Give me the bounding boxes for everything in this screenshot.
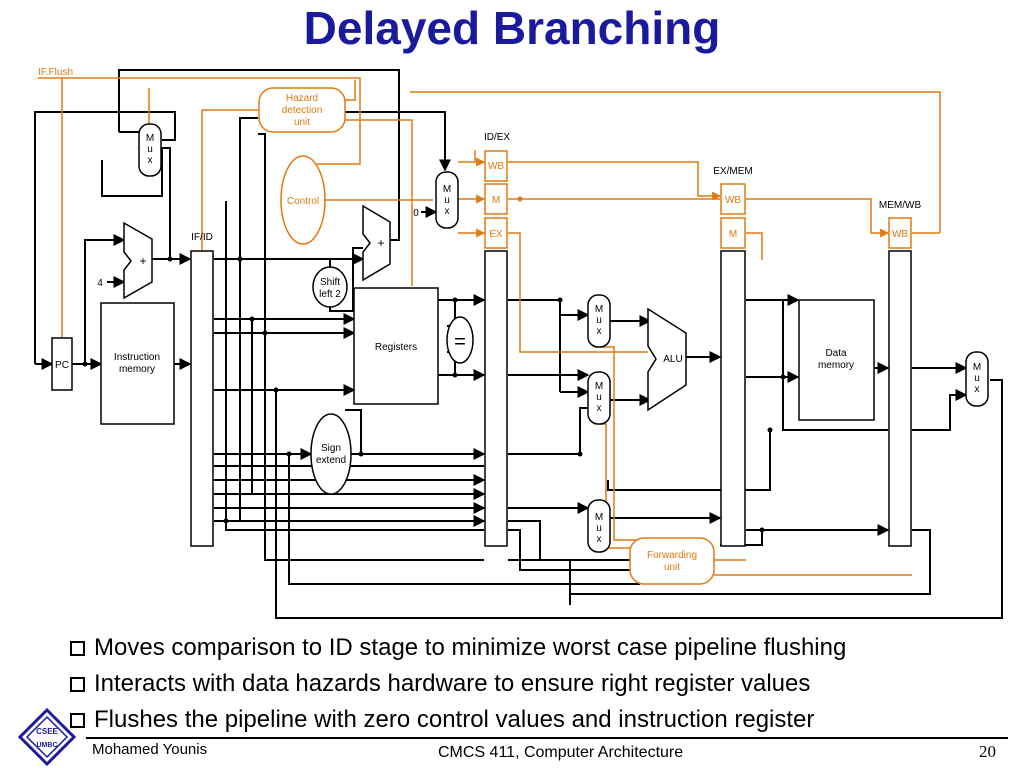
control-wires (38, 77, 941, 576)
if-id-latch (190, 250, 214, 547)
control-unit (280, 155, 326, 245)
data-memory-label-1: Data (825, 348, 847, 359)
mux-labels: M u x M u x M u x M u x M u x M u x (146, 133, 981, 545)
checkbox-bullet-icon (70, 641, 85, 656)
id-ex-m-label: M (492, 195, 500, 206)
checkbox-bullet-icon (70, 713, 85, 728)
alu-mux-b-letter-x: x (597, 403, 602, 414)
alu-label: ALU (663, 354, 682, 365)
dest-mux-letter-u: u (596, 523, 602, 534)
ex-mem-wb-label: WB (725, 195, 741, 206)
instruction-memory-label-1: Instruction (114, 352, 160, 363)
if-flush-label: IF.Flush (38, 67, 73, 78)
checkbox-bullet-icon (70, 677, 85, 692)
hazard-unit-label-3: unit (294, 117, 310, 128)
sign-extend-label-1: Sign (321, 443, 341, 454)
sign-extend-label-2: extend (316, 455, 346, 466)
equal-symbol: = (454, 331, 466, 353)
dest-mux-letter-m: M (595, 512, 603, 523)
pc-mux-letter-u: u (147, 144, 153, 155)
control-mux-letter-x: x (445, 206, 450, 217)
pipeline-datapath-diagram: IF.Flush Hazard detection unit Control F… (34, 67, 1003, 619)
wire-junctions (82, 196, 786, 533)
branch-adder (362, 204, 391, 282)
alu-mux-b (587, 371, 611, 425)
mem-wb-wb-label: WB (892, 229, 908, 240)
control-label: Control (287, 196, 319, 207)
alu-mux-a (587, 294, 611, 348)
control-mux-letter-u: u (444, 195, 450, 206)
pc-adder-symbol: + (139, 254, 146, 268)
wb-mux-letter-m: M (973, 362, 981, 373)
bullet-text: Moves comparison to ID stage to minimize… (94, 634, 847, 661)
id-ex-latch (484, 250, 508, 547)
pc-label: PC (55, 360, 69, 371)
shift-left-label-1: Shift (320, 277, 340, 288)
data-memory-label-2: memory (818, 360, 854, 371)
bullet-list: Moves comparison to ID stage to minimize… (70, 630, 1010, 738)
pc-box (51, 337, 73, 391)
instruction-memory-box (100, 302, 175, 425)
bullet-text: Interacts with data hazards hardware to … (94, 670, 811, 697)
hazard-unit-label-1: Hazard (286, 93, 318, 104)
wb-mux-letter-x: x (975, 384, 980, 395)
shift-left-label-2: left 2 (319, 289, 341, 300)
ex-mem-label: EX/MEM (713, 166, 752, 177)
footer-course: CMCS 411, Computer Architecture (438, 744, 684, 761)
slide-title: Delayed Branching (303, 2, 721, 54)
hazard-detection-unit (258, 87, 346, 133)
dest-mux (587, 499, 611, 553)
footer-divider (86, 737, 1008, 739)
mem-wb-latch (888, 250, 912, 547)
ex-mem-latch (720, 250, 746, 547)
alu-mux-b-letter-m: M (595, 381, 603, 392)
registers-label: Registers (375, 342, 417, 353)
forwarding-unit-label-2: unit (664, 562, 680, 573)
bullet-item: Flushes the pipeline with zero control v… (70, 702, 1010, 738)
pc-mux-letter-m: M (146, 133, 154, 144)
alu-mux-a-letter-x: x (597, 326, 602, 337)
if-id-label: IF/ID (191, 232, 213, 243)
writeback-mux (965, 351, 989, 407)
shift-left-unit (312, 266, 348, 308)
logo-text-umbc: UMBC (37, 742, 58, 749)
id-ex-label: ID/EX (484, 132, 510, 143)
const-zero-label: 0 (413, 208, 419, 219)
const-four-label: 4 (97, 278, 103, 289)
registers-box (353, 287, 439, 405)
mem-wb-label: MEM/WB (879, 200, 922, 211)
bullet-item: Moves comparison to ID stage to minimize… (70, 630, 1010, 666)
forwarding-unit (629, 537, 715, 585)
alu-mux-a-letter-m: M (595, 304, 603, 315)
csee-umbc-logo: CSEE UMBC (18, 708, 76, 766)
pc-mux (138, 123, 162, 177)
footer-author: Mohamed Younis (92, 741, 208, 758)
logo-text-csee: CSEE (36, 727, 58, 736)
footer-page-number: 20 (979, 742, 996, 761)
branch-adder-symbol: + (377, 236, 384, 250)
datapath-wires (34, 69, 1003, 619)
dest-mux-letter-x: x (597, 534, 602, 545)
pc-mux-letter-x: x (148, 155, 153, 166)
pipeline-latches (190, 150, 912, 547)
ex-mem-m-label: M (729, 229, 737, 240)
alu-shape (647, 307, 687, 412)
equality-comparator (446, 316, 474, 364)
pc-adder (123, 221, 153, 300)
alu-mux-a-letter-u: u (596, 315, 602, 326)
forwarding-unit-label-1: Forwarding (647, 550, 697, 561)
control-mux (435, 171, 459, 229)
bullet-item: Interacts with data hazards hardware to … (70, 666, 1010, 702)
alu-mux-b-letter-u: u (596, 392, 602, 403)
bullet-text: Flushes the pipeline with zero control v… (94, 706, 815, 733)
wb-mux-letter-u: u (974, 373, 980, 384)
sign-extend-unit (310, 413, 352, 495)
control-mux-letter-m: M (443, 184, 451, 195)
id-ex-wb-label: WB (488, 161, 504, 172)
data-memory-box (798, 299, 875, 421)
instruction-memory-label-2: memory (119, 364, 155, 375)
hazard-unit-label-2: detection (282, 105, 323, 116)
id-ex-ex-label: EX (489, 229, 503, 240)
